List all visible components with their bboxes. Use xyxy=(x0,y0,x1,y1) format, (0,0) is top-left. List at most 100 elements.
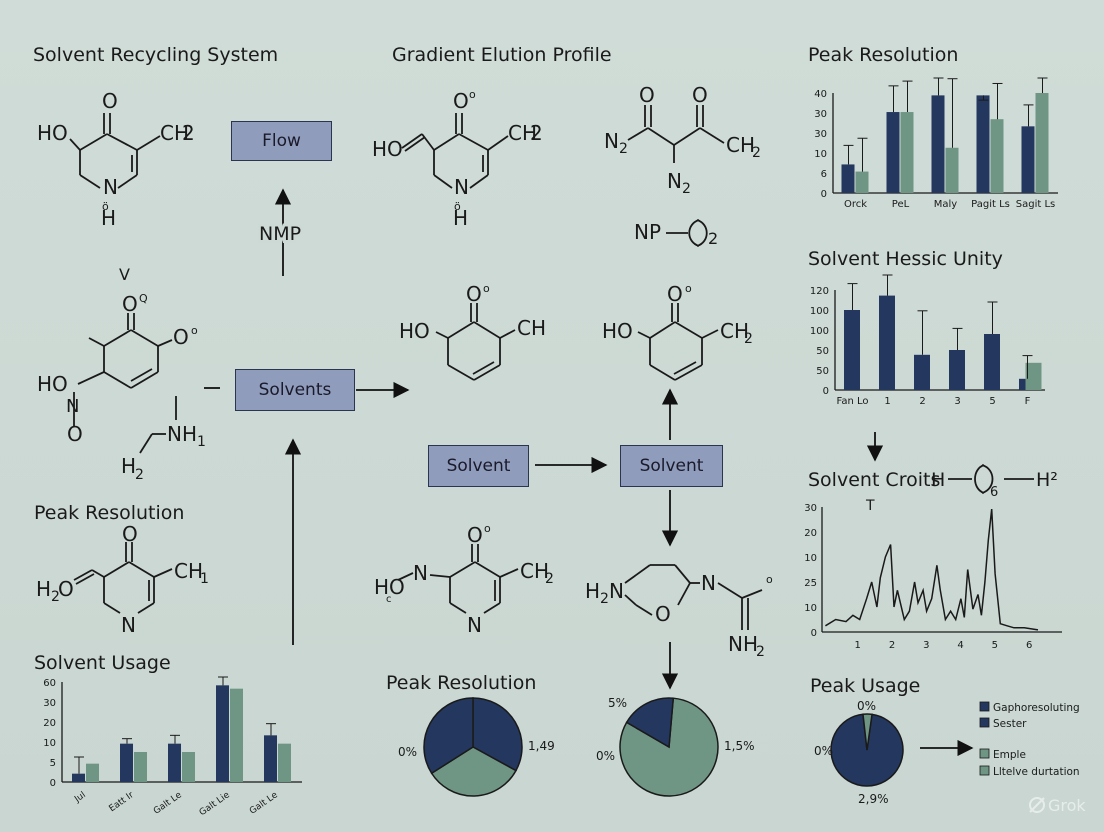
legend-label: Sester xyxy=(993,718,1027,730)
x-tick-label: Fan Lo xyxy=(837,396,869,407)
bar xyxy=(86,763,99,782)
y-tick-label: 5 xyxy=(50,758,56,769)
y-tick-label: 25 xyxy=(804,578,817,589)
x-tick-label: Galt Le xyxy=(152,790,184,817)
svg-text:o: o xyxy=(191,324,198,337)
y-tick-label: 20 xyxy=(804,528,817,539)
x-tick-label: 3 xyxy=(954,396,960,407)
np-glyph: NP 2 xyxy=(634,219,718,248)
y-tick-label: 0 xyxy=(50,778,56,789)
chart-peak-usage-pie: 0%0%2,9%GaphoresolutingSesterEmpleLltelv… xyxy=(814,699,1080,806)
svg-text:O: O xyxy=(667,282,683,306)
svg-text:O: O xyxy=(122,522,138,546)
series-line xyxy=(825,509,1039,631)
bar xyxy=(914,354,930,390)
x-tick-label: 1 xyxy=(855,640,861,651)
x-tick-label: Galt Le xyxy=(248,790,280,817)
svg-text:CH: CH xyxy=(160,121,189,145)
chart-middle-pie: 5%0%1,5% xyxy=(596,696,755,797)
svg-text:N: N xyxy=(701,571,716,595)
svg-text:N: N xyxy=(121,613,136,637)
svg-text:O: O xyxy=(453,89,469,113)
y-tick-label: 30 xyxy=(43,698,56,709)
svg-text:ö: ö xyxy=(102,200,109,213)
x-tick-label: Galt Lie xyxy=(198,790,232,818)
y-tick-label: 100 xyxy=(810,326,829,337)
pie-label: 1,49 xyxy=(528,739,555,753)
pie-slice xyxy=(625,697,675,749)
x-tick-label: Jul xyxy=(72,790,87,805)
nmp-label: NMP xyxy=(259,223,301,245)
bar xyxy=(230,688,243,782)
molecule-9 xyxy=(624,564,763,630)
bar xyxy=(216,685,229,782)
annotation-label: T xyxy=(865,498,875,514)
svg-text:H: H xyxy=(121,454,136,478)
title-peak-resolution-mid: Peak Resolution xyxy=(386,672,536,694)
molecule-1 xyxy=(69,113,161,189)
svg-text:o: o xyxy=(766,573,773,586)
bar xyxy=(886,112,900,193)
svg-text:CH: CH xyxy=(517,316,546,340)
bar xyxy=(134,752,147,782)
x-tick-label: F xyxy=(1025,396,1031,407)
svg-text:O: O xyxy=(58,577,74,601)
pie-label: 0% xyxy=(814,744,833,758)
svg-text:CH: CH xyxy=(720,319,749,343)
svg-text:2: 2 xyxy=(744,331,753,347)
y-tick-label: 50 xyxy=(816,366,829,377)
bar xyxy=(1035,93,1049,193)
title-peak-resolution-left: Peak Resolution xyxy=(34,502,184,524)
bar xyxy=(72,773,85,782)
title-gradient-elution: Gradient Elution Profile xyxy=(392,44,612,66)
svg-text:o: o xyxy=(484,522,491,535)
x-tick-label: Orck xyxy=(844,199,867,210)
y-tick-label: 120 xyxy=(810,286,829,297)
svg-text:CH: CH xyxy=(508,121,537,145)
pie-label: 5% xyxy=(608,696,627,710)
legend-swatch xyxy=(979,748,990,759)
y-tick-label: 40 xyxy=(814,89,827,100)
svg-text:O: O xyxy=(67,422,83,446)
svg-text:2: 2 xyxy=(51,589,60,605)
pie-slice xyxy=(830,713,904,787)
svg-text:NH: NH xyxy=(728,632,758,656)
solvents-box: Solvents xyxy=(235,369,355,411)
svg-text:1: 1 xyxy=(197,434,206,450)
svg-text:2: 2 xyxy=(135,467,144,483)
y-tick-label: 30 xyxy=(814,129,827,140)
y-tick-label: 10 xyxy=(43,738,56,749)
x-tick-label: 6 xyxy=(1026,640,1032,651)
svg-text:H²: H² xyxy=(1036,469,1058,491)
legend-swatch xyxy=(979,701,990,712)
svg-text:2: 2 xyxy=(756,644,765,660)
pie-label: 2,9% xyxy=(858,792,889,806)
svg-text:ö: ö xyxy=(454,200,461,213)
x-tick-label: 1 xyxy=(884,396,890,407)
svg-text:NH: NH xyxy=(167,422,197,446)
bar xyxy=(1021,126,1035,193)
svg-text:c: c xyxy=(386,594,392,605)
legend-swatch xyxy=(979,717,990,728)
y-tick-label: 10 xyxy=(814,149,827,160)
solvent-box-right: Solvent xyxy=(620,445,723,487)
bar-overlay xyxy=(1025,362,1042,390)
y-tick-label: 30 xyxy=(814,109,827,120)
svg-text:H: H xyxy=(453,206,468,230)
pie-slice xyxy=(430,746,517,797)
svg-text:HO: HO xyxy=(372,137,403,161)
x-tick-label: Sagit Ls xyxy=(1016,199,1055,210)
title-solvent-croits: Solvent Croits xyxy=(808,469,940,491)
molecule-6-labels: O o HO CH 2 xyxy=(602,282,753,347)
svg-text:O: O xyxy=(692,83,708,107)
svg-text:N: N xyxy=(667,169,682,193)
x-tick-label: 3 xyxy=(923,640,929,651)
molecule-7 xyxy=(73,542,173,614)
svg-text:Grok: Grok xyxy=(1048,796,1086,815)
y-tick-label: 10 xyxy=(804,553,817,564)
title-solvent-usage: Solvent Usage xyxy=(34,652,171,674)
bar xyxy=(976,95,990,193)
molecule-5 xyxy=(435,303,516,381)
